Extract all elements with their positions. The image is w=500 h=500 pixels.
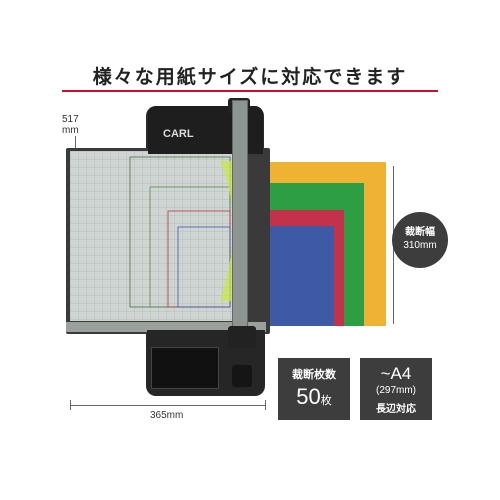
width-dimension-tick-right xyxy=(265,400,266,410)
paper-label-b4: B4 xyxy=(336,186,354,202)
instruction-label xyxy=(151,347,219,389)
page-title: 様々な用紙サイズに対応できます xyxy=(92,66,408,88)
paper-label-b5: B5 xyxy=(306,228,324,244)
cut-width-badge xyxy=(392,212,448,268)
height-value: 517 xyxy=(62,114,79,125)
height-dimension-line xyxy=(75,136,76,148)
paper-label-a4: A4 xyxy=(316,211,334,227)
height-dimension-label: 517 mm xyxy=(62,114,79,136)
cut-width-label: 裁断幅 xyxy=(405,227,435,238)
sheet-capacity-unit: 枚 xyxy=(320,394,332,407)
width-dimension-tick-left xyxy=(70,400,71,410)
blade-rail xyxy=(232,100,248,342)
title-underline xyxy=(62,90,438,92)
lock-knob xyxy=(232,365,252,387)
width-dimension-line xyxy=(70,405,266,406)
paper-label-a3: A3 xyxy=(358,165,376,181)
brand-logo: CARL xyxy=(163,128,194,140)
height-unit: mm xyxy=(62,125,79,136)
blade-handle xyxy=(228,326,256,348)
cut-width-value: 310mm xyxy=(403,240,437,251)
grid-lines xyxy=(70,151,246,321)
width-dimension-label: 365mm xyxy=(150,410,184,421)
paper-length-label: 長辺対応 xyxy=(376,404,416,415)
paper-length-size: ~A4 xyxy=(380,364,412,383)
front-ruler-strip xyxy=(66,322,266,332)
sheet-capacity-box: 裁断枚数 50枚 xyxy=(278,358,350,420)
sheet-capacity-value-row: 50枚 xyxy=(278,384,350,410)
paper-length-box: ~A4 (297mm) 長辺対応 xyxy=(360,358,432,420)
sheet-capacity-value: 50 xyxy=(296,384,321,409)
cutting-mat xyxy=(70,151,246,321)
sheet-capacity-label: 裁断枚数 xyxy=(292,368,336,381)
paper-length-mm: (297mm) xyxy=(375,385,416,396)
